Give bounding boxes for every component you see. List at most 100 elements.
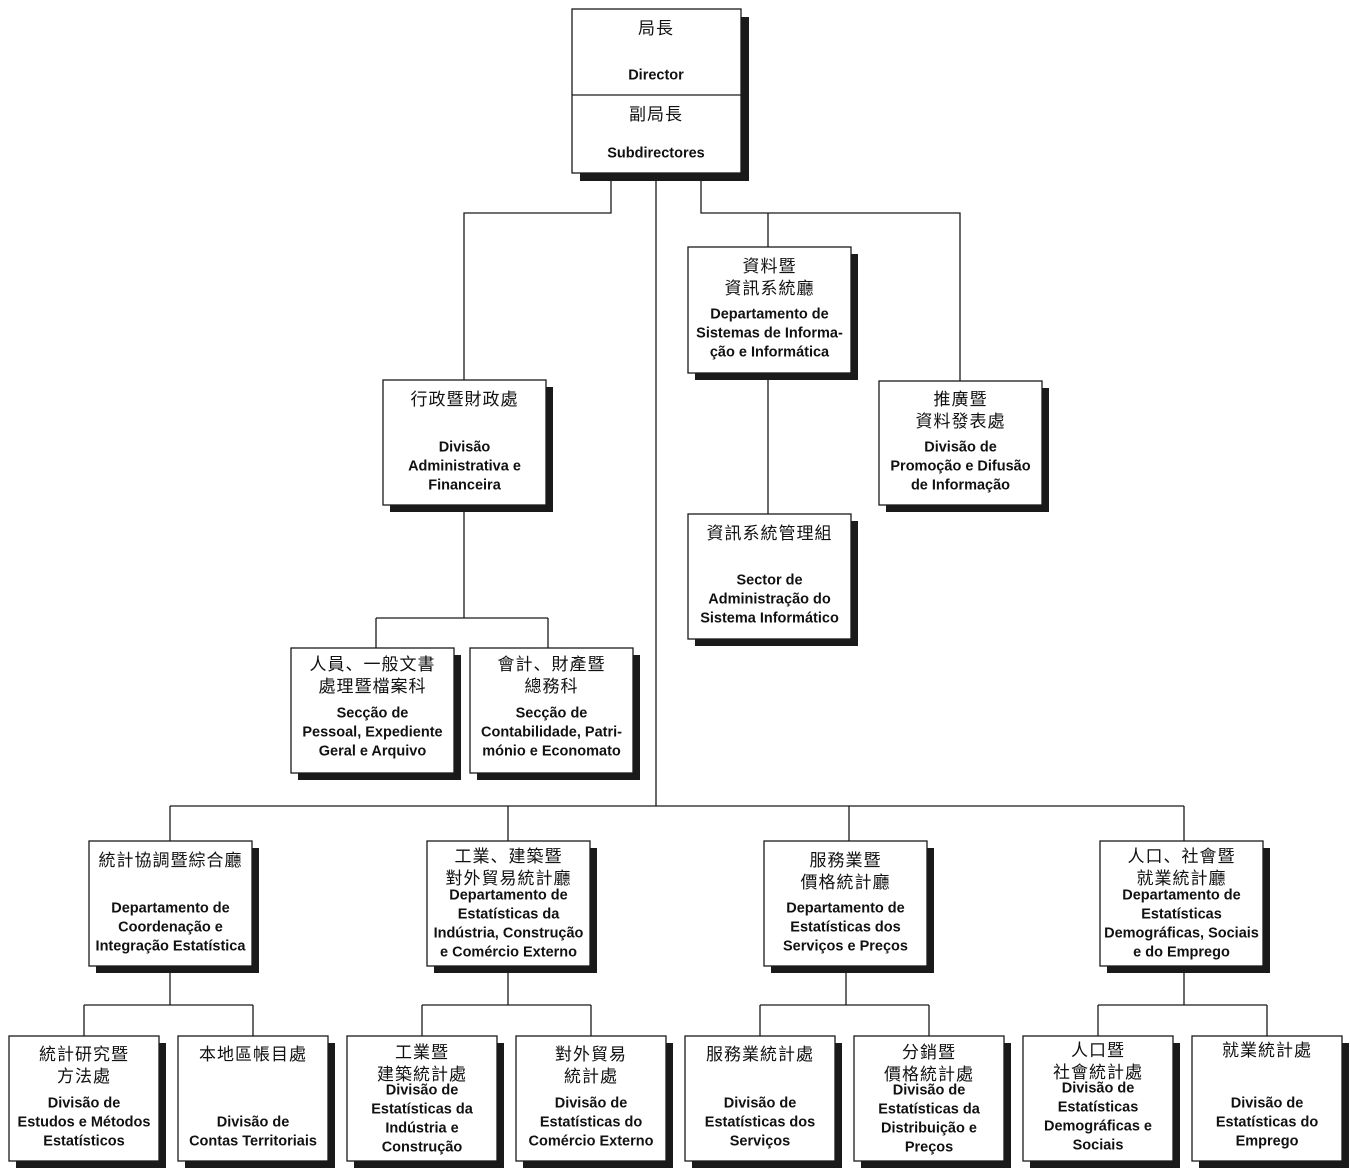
box-frame (853, 1035, 1005, 1162)
dedp-zh-line: 分銷暨 (902, 1043, 956, 1063)
deic-pt-line: Construção (382, 1140, 463, 1156)
connector-lines (83, 180, 1268, 1036)
deme-pt-line: Divisão de (48, 1096, 121, 1112)
daf-zh-line: 行政暨財政處 (411, 390, 519, 410)
desp-pt-line: Departamento de (786, 901, 904, 917)
daf-pt-line: Financeira (428, 478, 501, 494)
deicce-zh-line: 工業、建築暨 (455, 847, 563, 867)
scpe-zh-line: 總務科 (525, 677, 579, 697)
spega-zh-line: 人員、一般文書 (310, 655, 436, 675)
desp-zh-line: 價格統計廳 (801, 873, 891, 893)
dsii-pt-line: Departamento de (710, 307, 828, 323)
des-pt-line: Divisão de (724, 1096, 797, 1112)
des-pt-line: Estatísticas dos (705, 1115, 815, 1131)
box-frame (1191, 1035, 1343, 1162)
dece-pt-line: Comércio Externo (529, 1134, 654, 1150)
scpe-zh-line: 會計、財產暨 (498, 655, 606, 675)
dpdi-zh-line: 推廣暨 (934, 390, 988, 410)
des-pt-line: Serviços (730, 1134, 790, 1150)
connector-line (463, 180, 612, 380)
subdirectors-pt-line: Subdirectores (607, 146, 705, 162)
dece-pt-line: Estatísticas do (540, 1115, 642, 1131)
dsii-pt-line: Sistemas de Informa- (696, 326, 843, 342)
dcie-pt-line: Departamento de (111, 901, 229, 917)
dct-zh-line: 本地區帳目處 (199, 1045, 307, 1065)
box-frame (515, 1035, 667, 1162)
box-frame (878, 380, 1043, 506)
box-frame (382, 379, 547, 506)
spega-pt-line: Geral e Arquivo (319, 744, 427, 760)
dpdi-zh-line: 資料發表處 (916, 412, 1006, 432)
spega-pt-line: Pessoal, Expediente (302, 725, 442, 741)
scpe-pt-line: mónio e Economato (482, 744, 621, 760)
subdirectors-zh-line: 副局長 (629, 105, 683, 125)
dedp-pt-line: Divisão de (893, 1083, 966, 1099)
dsii-zh-line: 資訊系統廳 (725, 279, 815, 299)
box-frame (571, 8, 742, 174)
dedse-zh-line: 人口、社會暨 (1128, 847, 1236, 867)
box-frame (426, 840, 591, 967)
dedp-pt-line: Preços (905, 1140, 953, 1156)
dece-zh-line: 統計處 (564, 1067, 618, 1087)
deds-pt-line: Sociais (1073, 1138, 1124, 1154)
box-frame (687, 513, 852, 640)
box-frame (1022, 1035, 1174, 1162)
dece-zh-line: 對外貿易 (555, 1045, 627, 1065)
dsii-pt-line: ção e Informática (710, 345, 830, 361)
deme-zh-line: 方法處 (57, 1067, 111, 1087)
deicce-pt-line: Departamento de (449, 888, 567, 904)
connector-line (700, 180, 961, 381)
box-frame (687, 246, 852, 374)
dedp-pt-line: Distribuição e (881, 1121, 977, 1137)
director-zh-line: 局長 (638, 19, 674, 39)
deicce-pt-line: e Comércio Externo (440, 945, 577, 961)
deds-pt-line: Estatísticas (1058, 1100, 1139, 1116)
dee-pt-line: Divisão de (1231, 1096, 1304, 1112)
box-frame (346, 1035, 498, 1162)
desp-pt-line: Estatísticas dos (790, 920, 900, 936)
box-frame (8, 1035, 160, 1162)
dcie-zh-line: 統計協調暨綜合廳 (99, 851, 243, 871)
box-frame (1099, 840, 1264, 967)
box-frame (684, 1035, 836, 1162)
des-zh-line: 服務業統計處 (706, 1045, 814, 1065)
dece-pt-line: Divisão de (555, 1096, 628, 1112)
sasi-pt-line: Sector de (736, 573, 802, 589)
org-boxes: 局長Director副局長Subdirectores資料暨資訊系統廳Depart… (8, 8, 1349, 1168)
dedp-pt-line: Estatísticas da (878, 1102, 980, 1118)
desp-zh-line: 服務業暨 (810, 851, 882, 871)
deicce-pt-line: Indústria, Construção (434, 926, 584, 942)
sasi-pt-line: Sistema Informático (700, 611, 839, 627)
scpe-pt-line: Secção de (516, 706, 588, 722)
director-pt-line: Director (628, 68, 684, 84)
dedse-pt-line: Estatísticas (1141, 907, 1222, 923)
dedse-pt-line: Departamento de (1122, 888, 1240, 904)
box-frame (469, 647, 634, 774)
deic-pt-line: Estatísticas da (371, 1102, 473, 1118)
deic-pt-line: Indústria e (385, 1121, 458, 1137)
deicce-zh-line: 對外貿易統計廳 (446, 869, 572, 889)
dct-pt-line: Divisão de (217, 1115, 290, 1131)
desp-pt-line: Serviços e Preços (783, 939, 908, 955)
spega-zh-line: 處理暨檔案科 (319, 677, 427, 697)
dee-pt-line: Estatísticas do (1216, 1115, 1318, 1131)
dedp-zh-line: 價格統計處 (884, 1065, 974, 1085)
dpdi-pt-line: Promoção e Difusão (890, 459, 1030, 475)
deicce-pt-line: Estatísticas da (458, 907, 560, 923)
deds-zh-line: 人口暨 (1071, 1041, 1125, 1061)
dee-pt-line: Emprego (1236, 1134, 1299, 1150)
scpe-pt-line: Contabilidade, Patri- (481, 725, 622, 741)
